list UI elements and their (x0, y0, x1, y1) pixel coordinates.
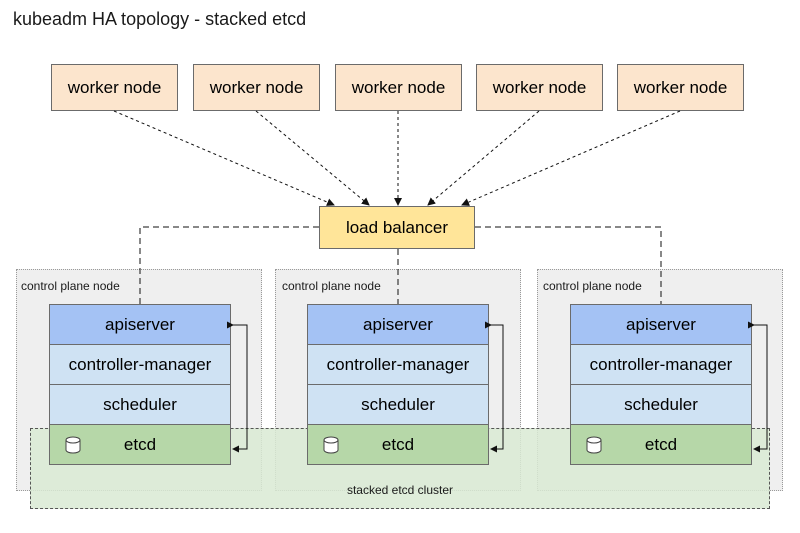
etcd-label: etcd (381, 434, 415, 454)
apiserver-box: apiserver (570, 304, 752, 345)
controller-manager-box: controller-manager (49, 344, 231, 385)
apiserver-etcd-connector (748, 321, 768, 453)
worker-node: worker node (51, 64, 178, 111)
scheduler-box: scheduler (570, 384, 752, 425)
diagram-title: kubeadm HA topology - stacked etcd (13, 9, 307, 29)
control-plane-stack: apiserver controller-manager scheduler e… (570, 304, 752, 465)
worker-node: worker node (617, 64, 744, 111)
worker-node: worker node (335, 64, 462, 111)
worker-to-lb-arrow (461, 110, 681, 206)
database-icon (323, 436, 339, 454)
worker-to-lb-arrow (427, 110, 540, 206)
scheduler-box: scheduler (307, 384, 489, 425)
apiserver-box: apiserver (49, 304, 231, 345)
apiserver-etcd-connector (227, 321, 248, 453)
control-plane-stack: apiserver controller-manager scheduler e… (49, 304, 231, 465)
worker-to-lb-arrow (255, 110, 370, 206)
etcd-label: etcd (123, 434, 157, 454)
control-plane-node-label: control plane node (543, 279, 642, 293)
etcd-box: etcd (307, 424, 489, 465)
scheduler-box: scheduler (49, 384, 231, 425)
controller-manager-box: controller-manager (307, 344, 489, 385)
worker-node: worker node (193, 64, 320, 111)
apiserver-etcd-connector (485, 321, 504, 453)
load-balancer: load balancer (319, 206, 475, 249)
worker-to-lb-arrow (113, 110, 335, 206)
lb-to-apiserver-line (139, 226, 319, 304)
etcd-box: etcd (570, 424, 752, 465)
control-plane-node-label: control plane node (282, 279, 381, 293)
control-plane-node-label: control plane node (21, 279, 120, 293)
database-icon (586, 436, 602, 454)
worker-node: worker node (476, 64, 603, 111)
control-plane-stack: apiserver controller-manager scheduler e… (307, 304, 489, 465)
etcd-box: etcd (49, 424, 231, 465)
database-icon (65, 436, 81, 454)
stacked-etcd-cluster-label: stacked etcd cluster (346, 483, 454, 497)
lb-to-apiserver-line (475, 226, 662, 304)
controller-manager-box: controller-manager (570, 344, 752, 385)
etcd-label: etcd (644, 434, 678, 454)
